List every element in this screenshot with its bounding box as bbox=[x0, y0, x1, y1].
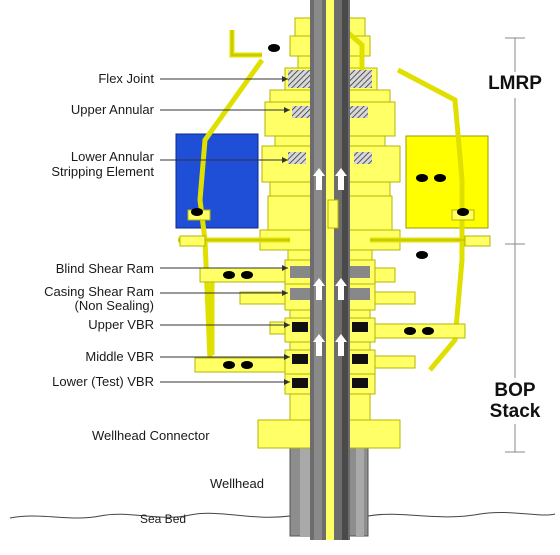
section-stack: Stack bbox=[489, 401, 541, 422]
sea-bed-line bbox=[9, 511, 556, 519]
section-bracket bbox=[505, 37, 525, 453]
label-non-sealing: (Non Sealing) bbox=[74, 298, 155, 313]
label-blind-shear-ram: Blind Shear Ram bbox=[55, 261, 154, 276]
section-lmrp: LMRP bbox=[488, 73, 542, 94]
label-middle-vbr: Middle VBR bbox=[85, 349, 154, 364]
label-lower-annular: Lower Annular bbox=[70, 149, 154, 164]
label-casing-shear-ram: Casing Shear Ram bbox=[44, 284, 154, 299]
label-wellhead-connector: Wellhead Connector bbox=[92, 428, 210, 443]
drill-pipe bbox=[310, 0, 350, 540]
label-stripping-element: Stripping Element bbox=[51, 164, 154, 179]
label-sea-bed: Sea Bed bbox=[140, 512, 187, 526]
sealing-elements bbox=[288, 70, 372, 388]
leader-lines bbox=[160, 76, 290, 385]
valves bbox=[191, 44, 469, 369]
label-lower-test-vbr: Lower (Test) VBR bbox=[52, 374, 154, 389]
label-wellhead: Wellhead bbox=[210, 476, 264, 491]
label-upper-vbr: Upper VBR bbox=[88, 317, 154, 332]
yellow-control-pod bbox=[405, 135, 489, 229]
section-bop: BOP bbox=[494, 380, 536, 401]
flow-arrows bbox=[313, 168, 347, 356]
label-upper-annular: Upper Annular bbox=[70, 102, 154, 117]
label-flex-joint: Flex Joint bbox=[98, 71, 154, 86]
